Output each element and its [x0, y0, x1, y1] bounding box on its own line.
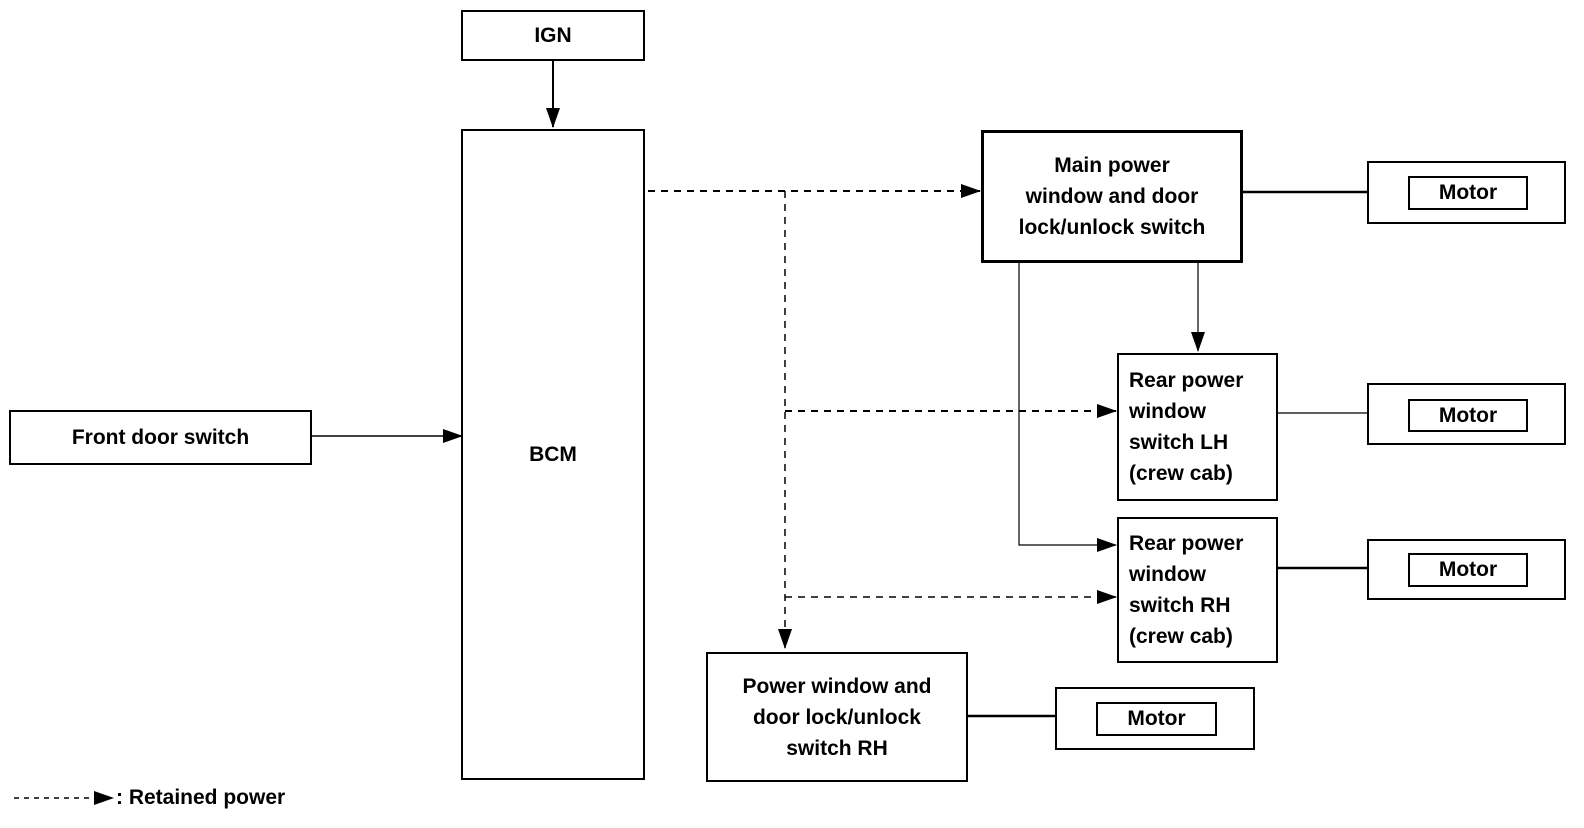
rear-rh-switch-label: Rear power window switch RH (crew cab) — [1129, 532, 1244, 648]
motor-rear-rh: Motor — [1408, 553, 1528, 587]
pw-rh-switch-box: Power window and door lock/unlock switch… — [706, 652, 968, 782]
legend-label: : Retained power — [116, 786, 286, 809]
main-to-rear-rh-wire — [1018, 262, 1117, 552]
front-door-switch-box: Front door switch — [9, 410, 312, 465]
bcm-box: BCM — [461, 129, 645, 780]
bcm-label: BCM — [529, 443, 577, 466]
main-switch-box: Main power window and door lock/unlock s… — [981, 130, 1243, 263]
pw-rh-switch-label: Power window and door lock/unlock switch… — [742, 674, 932, 760]
ign-label: IGN — [534, 24, 572, 47]
motor-main: Motor — [1408, 176, 1528, 210]
rear-lh-switch-box: Rear power window switch LH (crew cab) — [1117, 353, 1278, 501]
front-door-switch-label: Front door switch — [71, 426, 250, 449]
dashed-arrow-icon — [14, 791, 114, 805]
motor-rear-lh: Motor — [1408, 399, 1528, 432]
ign-box: IGN — [461, 10, 645, 61]
motor-pw-rh: Motor — [1096, 702, 1217, 736]
legend: : Retained power — [14, 784, 285, 812]
main-switch-label: Main power window and door lock/unlock s… — [1018, 154, 1206, 239]
rear-lh-switch-label: Rear power window switch LH (crew cab) — [1129, 369, 1244, 485]
rear-rh-switch-box: Rear power window switch RH (crew cab) — [1117, 517, 1278, 663]
